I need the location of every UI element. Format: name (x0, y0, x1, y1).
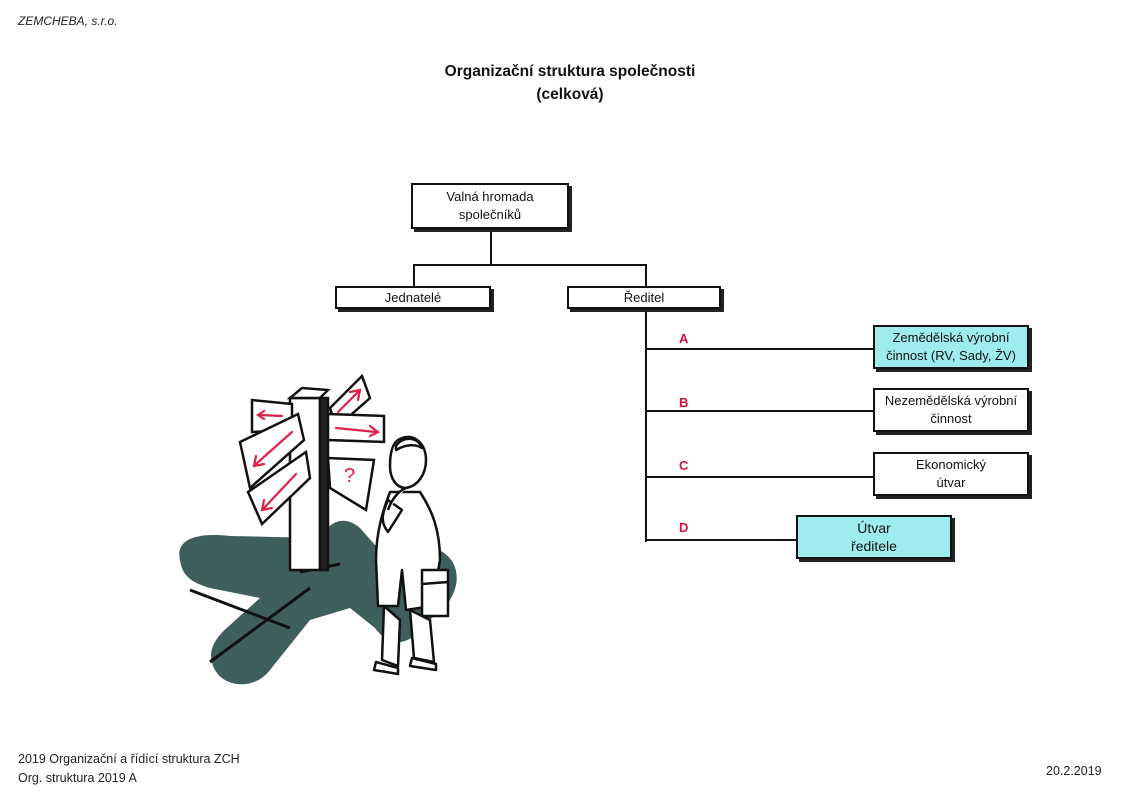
org-box-line: Ekonomický (915, 457, 987, 472)
org-box-unit-d: Útvar ředitele (796, 515, 952, 559)
org-box-line: Ředitel (623, 289, 665, 305)
org-box-line: činnost (RV, Sady, ŽV) (886, 348, 1016, 363)
org-box-line: Jednatelé (384, 289, 442, 305)
org-box-line: Nezemědělská výrobní (884, 393, 1018, 408)
org-box-line: útvar (936, 475, 966, 490)
org-box-jednatele: Jednatelé (335, 286, 491, 309)
org-box-line: činnost (930, 411, 972, 426)
branch-letter-d: D (679, 520, 689, 535)
org-box-unit-c: Ekonomický útvar (873, 452, 1029, 496)
org-box-unit-b: Nezemědělská výrobní činnost (873, 388, 1029, 432)
org-box-line: Útvar (857, 520, 891, 536)
org-box-reditel: Ředitel (567, 286, 721, 309)
org-box-valna-hromada: Valná hromada společníků (411, 183, 569, 229)
org-box-line: Zemědělská výrobní (892, 330, 1010, 345)
connector-branch-c (645, 476, 874, 478)
title-line-1: Organizační struktura společnosti (444, 63, 696, 80)
org-box-unit-a: Zemědělská výrobní činnost (RV, Sady, ŽV… (873, 325, 1029, 369)
branch-letter-b: B (679, 395, 689, 410)
connector-branch-d (645, 539, 797, 541)
connector-root-down (490, 228, 492, 266)
signpost-mark: ? (344, 465, 355, 487)
signpost-with-man-icon: ? (179, 373, 457, 685)
footer-date: 20.2.2019 (1046, 764, 1102, 778)
footer-doc-version: Org. struktura 2019 A (18, 771, 137, 785)
footer-doc-name: 2019 Organizační a řídící struktura ZCH (18, 752, 240, 766)
connector-top-bar (413, 264, 647, 266)
document-footer: 2019 Organizační a řídící struktura ZCH … (18, 750, 240, 788)
org-box-line: společníků (458, 207, 522, 222)
branch-letter-c: C (679, 458, 689, 473)
connector-reditel-trunk (645, 308, 647, 542)
connector-branch-b (645, 410, 874, 412)
branch-letter-a: A (679, 331, 689, 346)
org-box-line: Valná hromada (446, 189, 534, 204)
connector-branch-a (645, 348, 874, 350)
company-name: ZEMCHEBA, s.r.o. (18, 14, 118, 28)
connector-to-jednatele (413, 264, 415, 288)
title-line-2: (celková) (536, 86, 604, 103)
org-box-line: ředitele (851, 538, 897, 554)
connector-to-reditel (645, 264, 647, 288)
page-title: Organizační struktura společnosti (celko… (300, 60, 840, 106)
